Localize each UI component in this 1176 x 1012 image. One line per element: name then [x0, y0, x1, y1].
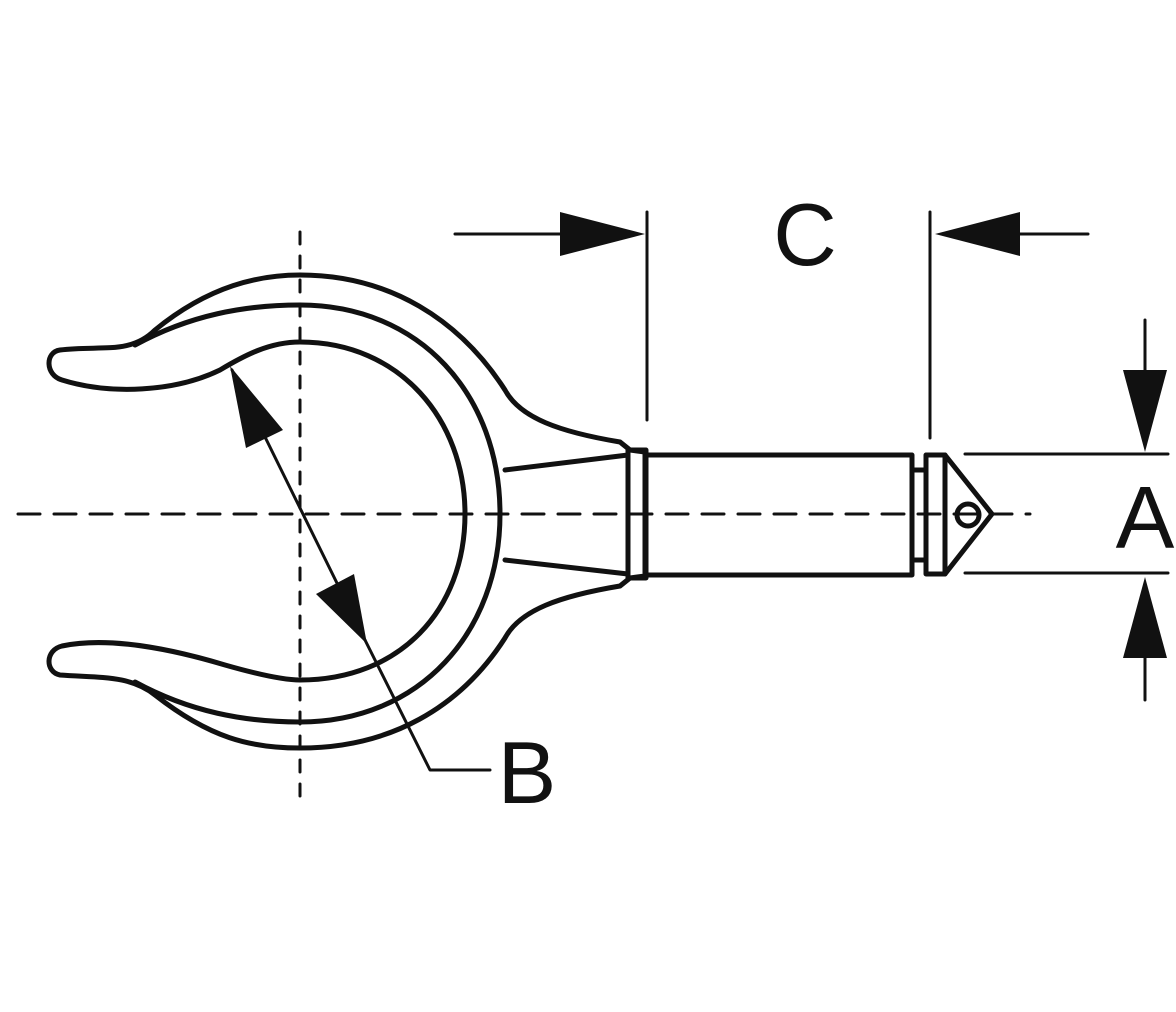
shank-tip	[923, 452, 995, 577]
dimension-a-label: A	[1116, 468, 1175, 567]
dimension-b-arrow-top	[230, 366, 283, 448]
pin-hole	[954, 501, 982, 529]
horn-outer-outline	[46, 272, 648, 751]
dimension-c-arrow-right	[935, 212, 1020, 256]
dimension-c-label: C	[773, 185, 837, 284]
dimension-b-arrow-bottom	[316, 574, 367, 644]
dimension-a-arrow-top	[1123, 370, 1167, 452]
neck-taper-top	[502, 452, 631, 473]
dimension-a-arrow-bottom	[1123, 577, 1167, 658]
dimension-b-leader	[363, 638, 492, 772]
ring-inner-band	[132, 302, 503, 725]
dimension-b-label: B	[498, 723, 557, 822]
neck-taper-bottom	[502, 557, 631, 577]
dimension-c-arrow-left	[560, 212, 645, 256]
